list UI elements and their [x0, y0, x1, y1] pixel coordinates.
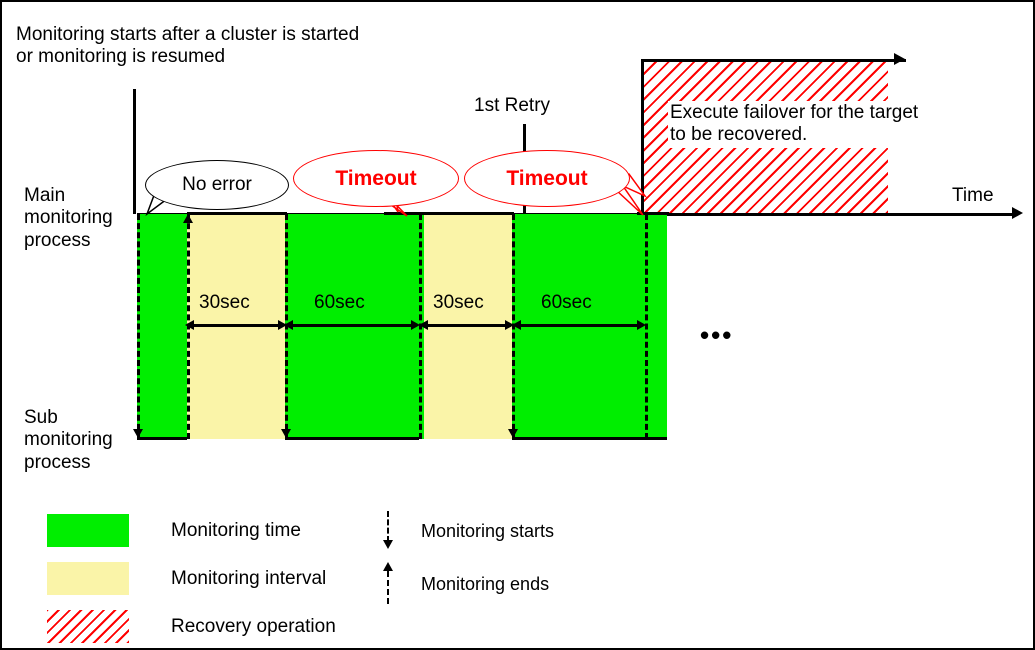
sub-process-rule-3	[512, 437, 667, 440]
duration-label-4: 60sec	[541, 292, 592, 313]
callout-timeout-1: Timeout	[293, 150, 459, 207]
duration-label-2: 60sec	[314, 292, 365, 313]
headline-text: Monitoring starts after a cluster is sta…	[16, 24, 360, 68]
duration-arrowhead-right-3	[505, 320, 514, 330]
legend-marker-monitoring-starts	[377, 511, 399, 551]
sub-process-rule-2	[285, 437, 419, 440]
main-process-rule-3	[637, 212, 669, 215]
duration-arrowhead-left-3	[419, 320, 428, 330]
duration-line-2	[288, 324, 416, 327]
legend-item-monitoring-starts: Monitoring starts	[377, 511, 554, 551]
duration-arrowhead-right-1	[278, 320, 287, 330]
first-retry-label: 1st Retry	[474, 95, 551, 116]
segment-monitoring-1	[137, 214, 187, 439]
legend-label-monitoring-interval: Monitoring interval	[171, 567, 327, 589]
duration-line-4	[516, 324, 642, 327]
callout-timeout-2: Timeout	[464, 150, 630, 207]
callout-no-error-text: No error	[182, 174, 252, 195]
legend-swatch-monitoring-interval	[47, 562, 129, 595]
recovery-arrow-icon	[894, 53, 905, 65]
legend-item-monitoring-interval: Monitoring interval	[47, 562, 326, 595]
legend-label-recovery-operation: Recovery operation	[171, 615, 336, 637]
legend-label-monitoring-starts: Monitoring starts	[421, 520, 555, 541]
recovery-note-text: Execute failover for the target to be re…	[668, 101, 921, 148]
monitoring-ends-arrow-2	[281, 429, 291, 438]
duration-arrowhead-left-1	[185, 320, 194, 330]
legend-label-monitoring-ends: Monitoring ends	[421, 573, 550, 594]
legend-swatch-monitoring-time	[47, 514, 129, 547]
callout-timeout-2-text: Timeout	[506, 166, 588, 190]
main-process-rule-1	[187, 212, 287, 215]
monitoring-ends-arrow-1	[133, 429, 143, 438]
sub-process-rule-1	[137, 437, 187, 440]
legend-item-recovery-operation: Recovery operation	[47, 610, 336, 643]
lane-label-sub: Sub monitoring process	[24, 407, 113, 473]
duration-arrowhead-left-4	[512, 320, 521, 330]
duration-label-3: 30sec	[433, 292, 484, 313]
monitoring-starts-arrow-1	[183, 214, 193, 223]
duration-line-1	[189, 324, 283, 327]
timeline-bars: 30sec 60sec 30sec 60sec	[133, 212, 669, 440]
legend-marker-monitoring-ends	[377, 562, 399, 606]
dash-line-t0	[137, 214, 140, 439]
duration-line-3	[423, 324, 511, 327]
duration-label-1: 30sec	[199, 292, 250, 313]
callout-timeout-1-text: Timeout	[335, 166, 417, 190]
ellipsis-continuation: •••	[700, 320, 734, 350]
legend-label-monitoring-time: Monitoring time	[171, 519, 301, 541]
main-process-rule-2	[384, 212, 514, 215]
legend-swatch-recovery-operation	[47, 610, 129, 643]
time-axis-arrow-icon	[1012, 207, 1023, 219]
duration-arrowhead-left-2	[284, 320, 293, 330]
duration-arrowhead-right-4	[637, 320, 646, 330]
callout-no-error: No error	[145, 160, 289, 210]
monitoring-ends-arrow-3	[508, 429, 518, 438]
lane-label-main: Main monitoring process	[24, 185, 113, 251]
recovery-block-top-edge	[641, 59, 906, 62]
dash-line-t5	[645, 214, 648, 439]
recovery-block-left-edge	[641, 60, 644, 215]
legend-item-monitoring-time: Monitoring time	[47, 514, 301, 547]
monitoring-start-marker-line	[133, 89, 136, 214]
duration-arrowhead-right-2	[411, 320, 420, 330]
legend-item-monitoring-ends: Monitoring ends	[377, 562, 549, 606]
time-axis-label: Time	[952, 185, 994, 206]
